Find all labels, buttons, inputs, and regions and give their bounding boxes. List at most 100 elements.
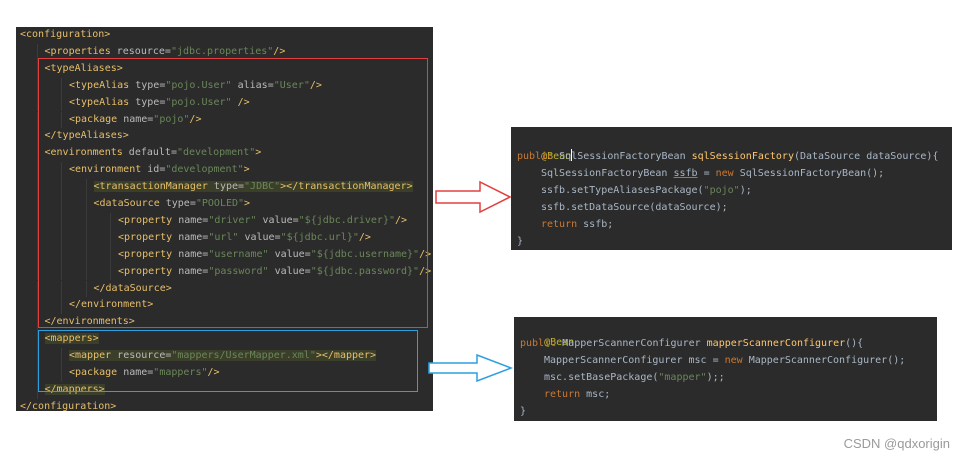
code-token: default= [128,147,177,159]
code-line: <environments default="development"> [45,145,434,161]
code-token: <transactionManager [93,181,214,193]
indent-guide [61,263,62,281]
indent-guide [61,229,62,247]
code-token: <property [118,248,179,260]
code-token: new [724,355,749,366]
code-token: sqlSessionFactory [691,151,794,162]
code-token: alias= [231,79,274,91]
code-line: ssfb.setDataSource(dataSource); [541,200,952,216]
code-token: /> [309,79,322,91]
code-line: <configuration> [20,27,433,43]
code-token: new [715,168,740,179]
code-token: "url" [208,231,239,243]
code-token: "POOLED" [195,198,245,209]
code-token: > [243,164,250,176]
code-line: </dataSource> [94,281,434,297]
code-line: </environments> [45,314,434,330]
code-token: resource= [117,350,172,362]
sqlsessionfactory-bean-editor[interactable]: @Bean public SqlSessionFactoryBean sqlSe… [511,127,952,250]
code-token: /> [231,96,250,108]
code-line: <property name="username" value="${jdbc.… [118,247,433,263]
code-token: <typeAliases> [44,62,123,74]
code-token: MapperScannerConfigurer msc = [544,355,725,366]
code-token: <mappers> [44,333,99,345]
indent-guide [61,212,62,230]
xml-config-editor[interactable]: <configuration><properties resource="jdb… [16,27,433,411]
code-line: ssfb.setTypeAliasesPackage("pojo"); [541,183,952,199]
code-token: "pojo.User" [165,96,232,108]
indent-guide [110,246,111,264]
code-token: "pojo" [153,113,190,125]
code-token: "${jdbc.driver}" [298,214,395,226]
code-token: </mappers> [44,383,105,395]
indent-guide [36,246,38,264]
indent-guide [36,179,38,196]
indent-guide [36,196,38,213]
code-token: msc.setBasePackage( [544,372,659,383]
code-line: </typeAliases> [45,128,434,144]
indent-guide [36,229,38,247]
indent-guide [36,348,38,365]
indent-guide [36,331,38,349]
code-line: <transactionManager type="JDBC"></transa… [93,179,434,195]
code-token: ); [739,185,752,196]
code-token: MapperScannerConfigurer(); [748,355,906,366]
code-token: <environment [69,164,148,176]
indent-guide [85,179,87,196]
code-line: MapperScannerConfigurer msc = new Mapper… [544,353,937,369]
code-token: <typeAlias [69,96,136,108]
code-line: <property name="driver" value="${jdbc.dr… [118,213,433,229]
text-caret [571,149,573,161]
indent-guide [36,43,38,61]
code-token: = [697,168,716,179]
indent-guide [36,365,38,382]
right-arrow-icon [428,353,514,383]
indent-guide [36,297,38,315]
indent-guide [61,111,62,129]
code-token: SqlSessionFactoryBean(); [739,168,885,179]
code-token: ssfb; [583,219,614,230]
code-line: msc.setBasePackage("mapper");; [544,370,937,386]
code-token: MapperScannerConfigurer [562,338,707,349]
code-token: "mappers/UserMapper.xml" [171,350,316,362]
code-token: ssfb.setDataSource(dataSource); [541,202,728,213]
code-token: /> [419,265,432,277]
indent-guide [61,246,62,264]
code-token: type= [135,79,166,91]
code-token: /> [419,248,432,260]
code-token: "pojo.User" [165,79,232,91]
code-token: ></transactionManager> [280,181,413,193]
code-token: <mapper [69,350,118,362]
indent-guide [36,111,38,129]
indent-guide [110,212,111,230]
code-token: id= [147,164,166,176]
code-token: public [517,151,560,162]
code-line: return msc; [544,387,937,403]
indent-guide [36,263,38,281]
code-token: "User" [273,79,310,91]
indent-guide [61,94,62,112]
indent-guide [85,280,87,298]
code-token: /> [394,214,408,226]
code-line: <package name="mappers"/> [69,365,433,381]
code-token: "password" [208,265,269,277]
code-token: <package [69,113,124,125]
code-line: <typeAlias type="pojo.User" /> [69,95,433,111]
code-token: /> [189,113,202,125]
code-line: public MapperScannerConfigurer mapperSca… [520,336,937,352]
code-token: <package [69,367,124,378]
code-token: ></mapper> [315,350,377,362]
red-highlight-box [38,58,428,328]
code-token: public [520,338,563,349]
code-token: mapperScannerConfigurer [706,338,846,349]
mapperscanner-bean-editor[interactable]: @Bean public MapperScannerConfigurer map… [514,317,937,421]
code-token: /> [358,231,371,243]
annotation-text: @Bean [544,337,575,348]
code-line: SqlSessionFactoryBean ssfb = new SqlSess… [541,166,952,182]
indent-guide [85,229,87,247]
code-line: } [520,404,937,420]
code-token: "driver" [208,214,257,226]
indent-guide [36,128,38,146]
code-token: <dataSource [93,198,166,209]
indent-guide [85,246,87,264]
